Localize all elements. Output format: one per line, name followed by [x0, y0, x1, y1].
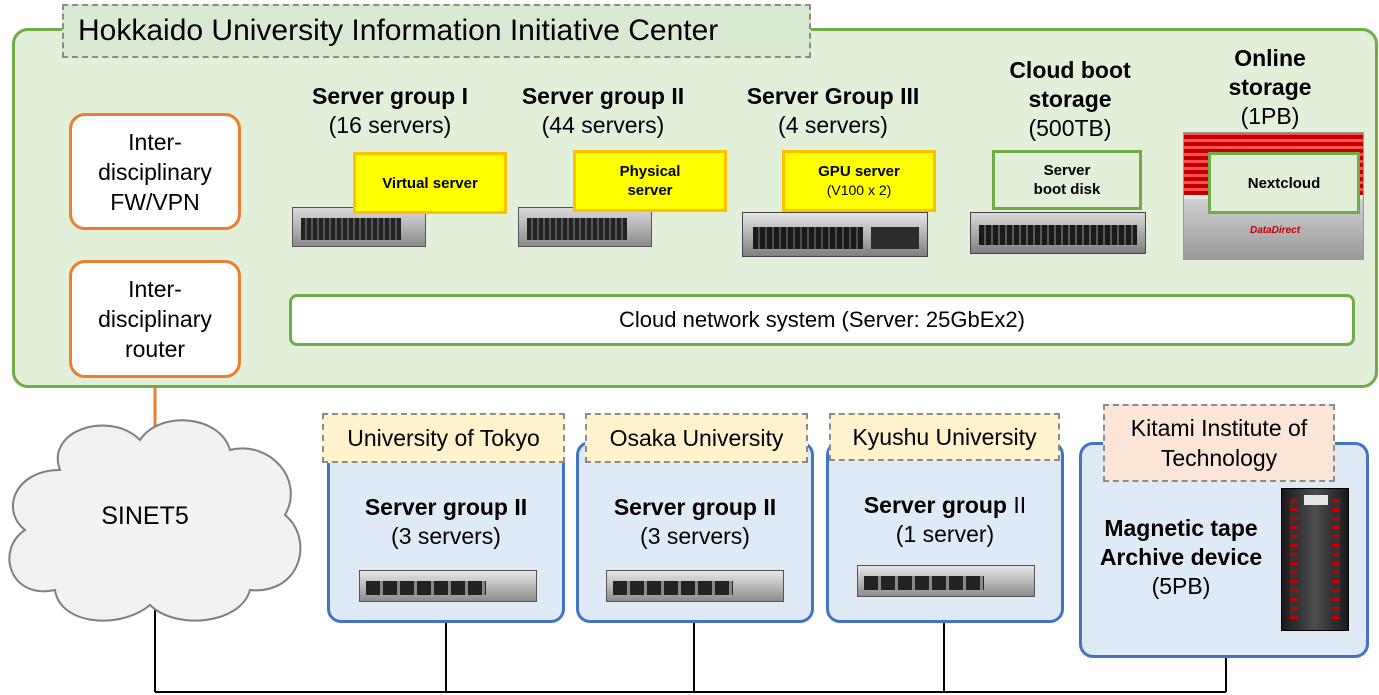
gpu-server-box: GPU server (V100 x 2): [782, 150, 936, 212]
tokyo-label-box: University of Tokyo: [322, 413, 565, 463]
boot-storage-title-2: storage: [1028, 86, 1112, 112]
boot-storage-title-1: Cloud boot: [1009, 57, 1131, 83]
kitami-title-2: Archive device: [1099, 544, 1263, 570]
gpu-server-spec: (V100 x 2): [826, 182, 892, 198]
kitami-label-1: Kitami Institute of: [1130, 415, 1308, 441]
osaka-label-box: Osaka University: [585, 413, 808, 463]
kitami-heading: Magnetic tape Archive device (5PB): [1085, 514, 1277, 601]
kyushu-label-box: Kyushu University: [829, 413, 1060, 461]
boot-storage-heading: Cloud boot storage (500TB): [980, 56, 1160, 143]
physical-server-line-1: Physical: [619, 163, 681, 180]
tape-library-image: [1281, 488, 1349, 631]
fw-vpn-line-1: Inter-: [128, 128, 182, 155]
osaka-title: Server group II: [613, 494, 777, 520]
kitami-label-box: Kitami Institute of Technology: [1103, 404, 1335, 482]
tokyo-label: University of Tokyo: [347, 424, 540, 451]
boot-storage-size: (500TB): [1028, 115, 1112, 141]
tokyo-title: Server group II: [364, 494, 528, 520]
fw-vpn-line-2: disciplinary: [98, 158, 212, 185]
cloud-network-bar: Cloud network system (Server: 25GbEx2): [289, 294, 1355, 346]
group2-title: Server group II: [521, 83, 685, 109]
osaka-count: (3 servers): [640, 523, 750, 549]
tokyo-count: (3 servers): [391, 523, 501, 549]
group2-count: (44 servers): [541, 112, 665, 138]
tokyo-heading: Server group II (3 servers): [327, 493, 565, 551]
kyushu-title: Server group: [863, 492, 1007, 518]
group3-count: (4 servers): [778, 112, 888, 138]
online-storage-heading: Online storage (1PB): [1180, 44, 1360, 131]
cloud-network-label: Cloud network system (Server: 25GbEx2): [619, 307, 1025, 332]
group2-server-image: [518, 207, 652, 247]
virtual-server-box: Virtual server: [353, 152, 507, 214]
group1-heading: Server group I (16 servers): [290, 82, 490, 140]
boot-disk-box: Server boot disk: [992, 150, 1142, 210]
nextcloud-label: Nextcloud: [1247, 174, 1321, 192]
online-storage-title-2: storage: [1228, 74, 1312, 100]
group3-server-image: [742, 212, 928, 257]
nextcloud-box: Nextcloud: [1208, 152, 1360, 214]
fw-vpn-line-3: FW/VPN: [110, 188, 200, 215]
group3-heading: Server Group III (4 servers): [728, 82, 938, 140]
kyushu-server-image: [857, 565, 1035, 597]
region-title: Hokkaido University Information Initiati…: [62, 4, 811, 58]
kitami-title-1: Magnetic tape: [1104, 515, 1258, 541]
kitami-label-2: Technology: [1160, 445, 1278, 471]
group1-title: Server group I: [312, 83, 468, 109]
boot-storage-image: [970, 212, 1146, 254]
boot-disk-line-1: Server: [1043, 162, 1091, 179]
router-line-2: disciplinary: [98, 306, 212, 332]
router-line-3: router: [124, 336, 186, 362]
router-line-1: Inter-: [128, 276, 182, 302]
group3-title: Server Group III: [746, 83, 920, 109]
osaka-heading: Server group II (3 servers): [576, 493, 814, 551]
online-storage-title-1: Online: [1234, 45, 1306, 71]
fw-vpn-box: Inter- disciplinary FW/VPN: [69, 113, 241, 230]
osaka-server-image: [606, 570, 784, 602]
gpu-server-label: GPU server: [818, 163, 900, 180]
boot-disk-line-2: boot disk: [1033, 181, 1101, 198]
physical-server-line-2: server: [627, 182, 673, 199]
kyushu-title-suffix: II: [1013, 492, 1027, 518]
osaka-label: Osaka University: [609, 424, 784, 451]
sinet-cloud-icon: [8, 419, 302, 622]
datadirect-logo: DataDirect: [1250, 225, 1301, 236]
group2-heading: Server group II (44 servers): [508, 82, 698, 140]
kitami-size: (5PB): [1151, 573, 1211, 599]
group1-count: (16 servers): [328, 112, 452, 138]
kyushu-count: (1 server): [895, 521, 995, 547]
tokyo-server-image: [359, 570, 537, 602]
physical-server-box: Physical server: [573, 150, 727, 212]
virtual-server-label: Virtual server: [382, 174, 478, 192]
online-storage-size: (1PB): [1240, 103, 1300, 129]
kyushu-heading: Server group II (1 server): [826, 491, 1064, 549]
sinet-label: SINET5: [101, 501, 189, 530]
router-box: Inter- disciplinary router: [69, 260, 241, 378]
kyushu-label: Kyushu University: [852, 423, 1037, 450]
